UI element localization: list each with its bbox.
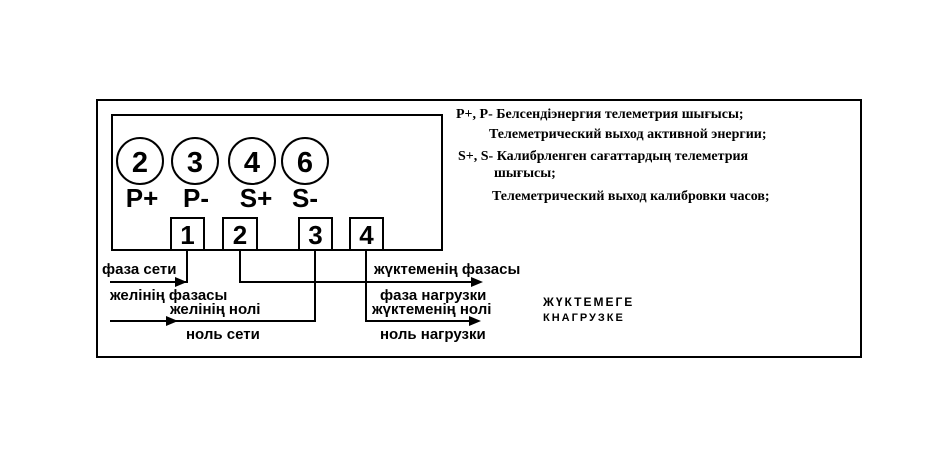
wire-neutral-out	[365, 250, 478, 322]
legend-line-1: P+, P- Белсендіэнергия телеметрия шығысы…	[456, 107, 744, 122]
legend-line-4: шығысы;	[494, 166, 556, 181]
terminal-box-label: 2	[233, 220, 247, 250]
label-neutral-out-bottom: ноль нагрузки	[380, 326, 486, 343]
terminal-circle-label: 2	[132, 147, 148, 179]
terminal-circle-label: 4	[244, 147, 260, 179]
wire-phase-out	[239, 250, 480, 283]
label-phase-out-bottom: фаза нагрузки	[380, 287, 486, 304]
terminal-circle-4: 4	[228, 137, 276, 185]
terminal-circle-label: 6	[297, 147, 313, 179]
label-neutral-out-top: жүктеменің нолі	[371, 301, 491, 318]
wire-neutral-in	[110, 250, 316, 322]
signal-label-s-minus: S-	[292, 183, 318, 213]
terminal-circle-3: 3	[171, 137, 219, 185]
arrow-phase-out	[471, 277, 483, 287]
label-phase-in-bottom: желінің фазасы	[109, 287, 227, 304]
legend-line-3: S+, S- Калибрленген сағаттардың телеметр…	[458, 149, 749, 164]
arrow-phase-in	[175, 277, 187, 287]
signal-label-p-minus: P-	[183, 183, 209, 213]
label-neutral-in-bottom: ноль сети	[186, 326, 260, 343]
terminal-circle-2: 2	[116, 137, 164, 185]
signal-label-p-plus: P+	[126, 183, 159, 213]
label-phase-in-top: фаза сети	[102, 261, 176, 278]
arrow-neutral-out	[469, 316, 481, 326]
load-label-ru: КНАГРУЗКЕ	[543, 312, 625, 324]
legend-line-5: Телеметрический выход калибровки часов;	[492, 189, 770, 204]
terminal-circle-label: 3	[187, 147, 203, 179]
signal-label-s-plus: S+	[240, 183, 273, 213]
legend-line-2: Телеметрический выход активной энергии;	[489, 127, 767, 142]
label-neutral-in-top: желінің нолі	[169, 301, 260, 318]
terminal-box-label: 4	[359, 220, 374, 250]
arrow-neutral-in	[166, 316, 178, 326]
terminal-box-2: 2	[222, 217, 258, 251]
terminal-box-1: 1	[170, 217, 205, 251]
terminal-box-4: 4	[349, 217, 384, 251]
terminal-circle-6: 6	[281, 137, 329, 185]
terminal-box-label: 1	[180, 220, 194, 250]
terminal-box-label: 3	[308, 220, 322, 250]
outer-frame	[96, 99, 862, 358]
meter-body	[111, 114, 443, 251]
load-label-kz: ЖҮКТЕМЕГЕ	[542, 295, 634, 309]
terminal-box-3: 3	[298, 217, 333, 251]
label-phase-out-top: жүктеменің фазасы	[373, 261, 520, 278]
